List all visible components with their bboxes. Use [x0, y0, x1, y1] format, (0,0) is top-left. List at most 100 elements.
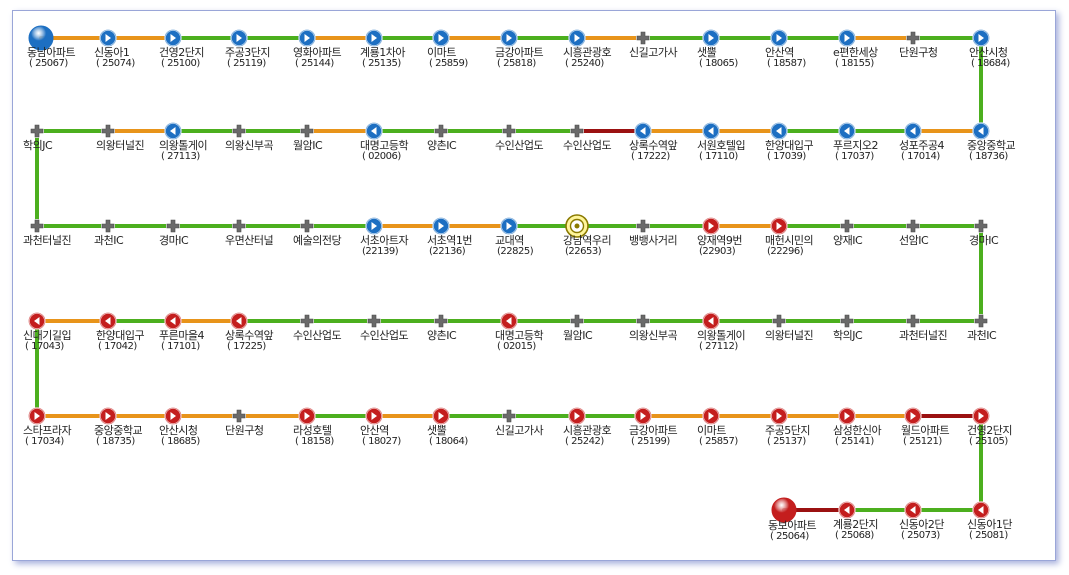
inbound-arrow-icon[interactable] — [164, 312, 182, 330]
stop-label[interactable]: 의왕터널진 — [96, 140, 145, 151]
stop-label[interactable]: 금강아파트( 25199) — [629, 425, 678, 447]
pass-through-plus-icon[interactable] — [839, 218, 855, 234]
stop-label[interactable]: 안산시청( 18685) — [159, 425, 200, 447]
pass-through-plus-icon[interactable] — [839, 313, 855, 329]
inbound-arrow-icon[interactable] — [770, 217, 788, 235]
inbound-arrow-icon[interactable] — [770, 407, 788, 425]
stop-label[interactable]: 이마트( 25857) — [697, 425, 738, 447]
stop-label[interactable]: 신대기길입( 17043) — [23, 330, 72, 352]
stop-label[interactable]: 건영2단지( 25105) — [967, 425, 1012, 447]
inbound-arrow-icon[interactable] — [298, 407, 316, 425]
inbound-arrow-icon[interactable] — [702, 312, 720, 330]
stop-label[interactable]: 강남역우리(22653) — [563, 235, 612, 257]
inbound-arrow-icon[interactable] — [28, 407, 46, 425]
stop-label[interactable]: 의왕신부곡 — [629, 330, 678, 341]
stop-label[interactable]: 경마IC — [159, 235, 189, 246]
outbound-arrow-icon[interactable] — [838, 29, 856, 47]
pass-through-plus-icon[interactable] — [433, 313, 449, 329]
outbound-arrow-icon[interactable] — [99, 29, 117, 47]
outbound-arrow-icon[interactable] — [972, 122, 990, 140]
stop-label[interactable]: 월드아파트( 25121) — [901, 425, 950, 447]
stop-label[interactable]: 양재역9번(22903) — [697, 235, 742, 257]
stop-label[interactable]: 신동아1( 25074) — [94, 47, 135, 69]
stop-label[interactable]: 월암IC — [563, 330, 593, 341]
stop-label[interactable]: 한양대입구( 17039) — [765, 140, 814, 162]
inbound-arrow-icon[interactable] — [838, 501, 856, 519]
pass-through-plus-icon[interactable] — [100, 218, 116, 234]
stop-label[interactable]: 수인산업도 — [563, 140, 612, 151]
inbound-arrow-icon[interactable] — [365, 407, 383, 425]
stop-label[interactable]: 중앙중학교( 18735) — [94, 425, 143, 447]
stop-label[interactable]: 의왕톨게이( 27112) — [697, 330, 746, 352]
pass-through-plus-icon[interactable] — [433, 123, 449, 139]
stop-label[interactable]: 의왕터널진 — [765, 330, 814, 341]
inbound-arrow-icon[interactable] — [28, 312, 46, 330]
stop-label[interactable]: 시흥관광호( 25242) — [563, 425, 612, 447]
inbound-arrow-icon[interactable] — [230, 312, 248, 330]
pass-through-plus-icon[interactable] — [635, 30, 651, 46]
stop-label[interactable]: 수인산업도 — [360, 330, 409, 341]
stop-label[interactable]: e편한세상( 18155) — [833, 47, 878, 69]
stop-label[interactable]: 상록수역앞( 17225) — [225, 330, 274, 352]
stop-label[interactable]: 주공3단지( 25119) — [225, 47, 270, 69]
pass-through-plus-icon[interactable] — [231, 218, 247, 234]
stop-label[interactable]: 선암IC — [899, 235, 929, 246]
stop-label[interactable]: 서초역1번(22136) — [427, 235, 472, 257]
stop-label[interactable]: 신동아2단( 25073) — [899, 519, 944, 541]
turnaround-icon[interactable] — [564, 213, 590, 239]
stop-label[interactable]: 이마트( 25859) — [427, 47, 468, 69]
stop-label[interactable]: 계룡1차아( 25135) — [360, 47, 405, 69]
pass-through-plus-icon[interactable] — [231, 408, 247, 424]
stop-label[interactable]: 샛뿔( 18065) — [697, 47, 738, 69]
stop-label[interactable]: 삼성한신아( 25141) — [833, 425, 882, 447]
stop-label[interactable]: 뱅뱅사거리 — [629, 235, 678, 246]
pass-through-plus-icon[interactable] — [231, 123, 247, 139]
stop-label[interactable]: 건영2단지( 25100) — [159, 47, 204, 69]
stop-label[interactable]: 신길고가사 — [495, 425, 544, 436]
inbound-arrow-icon[interactable] — [702, 217, 720, 235]
stop-label[interactable]: 학의JC — [23, 140, 53, 151]
pass-through-plus-icon[interactable] — [29, 218, 45, 234]
outbound-arrow-icon[interactable] — [298, 29, 316, 47]
inbound-arrow-icon[interactable] — [904, 501, 922, 519]
start-stop-icon[interactable] — [27, 24, 55, 52]
pass-through-plus-icon[interactable] — [905, 218, 921, 234]
stop-label[interactable]: 중앙중학교( 18736) — [967, 140, 1016, 162]
stop-label[interactable]: 영화아파트( 25144) — [293, 47, 342, 69]
outbound-arrow-icon[interactable] — [702, 122, 720, 140]
stop-label[interactable]: 주공5단지( 25137) — [765, 425, 810, 447]
pass-through-plus-icon[interactable] — [973, 313, 989, 329]
stop-label[interactable]: 과천IC — [967, 330, 997, 341]
stop-label[interactable]: 금강아파트( 25818) — [495, 47, 544, 69]
pass-through-plus-icon[interactable] — [501, 408, 517, 424]
stop-label[interactable]: 라성호텔( 18158) — [293, 425, 334, 447]
outbound-arrow-icon[interactable] — [568, 29, 586, 47]
stop-label[interactable]: 과천터널진 — [899, 330, 948, 341]
inbound-arrow-icon[interactable] — [99, 407, 117, 425]
pass-through-plus-icon[interactable] — [29, 123, 45, 139]
outbound-arrow-icon[interactable] — [230, 29, 248, 47]
stop-label[interactable]: 단원구청 — [225, 425, 264, 436]
stop-label[interactable]: 수인산업도 — [495, 140, 544, 151]
pass-through-plus-icon[interactable] — [165, 218, 181, 234]
stop-label[interactable]: 안산역( 18587) — [765, 47, 806, 69]
stop-label[interactable]: 샛뿔( 18064) — [427, 425, 468, 447]
end-stop-icon[interactable] — [770, 496, 798, 524]
pass-through-plus-icon[interactable] — [366, 313, 382, 329]
pass-through-plus-icon[interactable] — [501, 123, 517, 139]
inbound-arrow-icon[interactable] — [500, 312, 518, 330]
outbound-arrow-icon[interactable] — [432, 217, 450, 235]
inbound-arrow-icon[interactable] — [568, 407, 586, 425]
inbound-arrow-icon[interactable] — [972, 501, 990, 519]
inbound-arrow-icon[interactable] — [164, 407, 182, 425]
pass-through-plus-icon[interactable] — [569, 123, 585, 139]
stop-label[interactable]: 동보아파트( 25064) — [768, 520, 817, 542]
stop-label[interactable]: 상록수역앞( 17222) — [629, 140, 678, 162]
stop-label[interactable]: 계룡2단지( 25068) — [833, 519, 878, 541]
stop-label[interactable]: 과천IC — [94, 235, 124, 246]
pass-through-plus-icon[interactable] — [635, 218, 651, 234]
stop-label[interactable]: 과천터널진 — [23, 235, 72, 246]
stop-label[interactable]: 매헌시민의(22296) — [765, 235, 814, 257]
outbound-arrow-icon[interactable] — [770, 122, 788, 140]
outbound-arrow-icon[interactable] — [365, 122, 383, 140]
